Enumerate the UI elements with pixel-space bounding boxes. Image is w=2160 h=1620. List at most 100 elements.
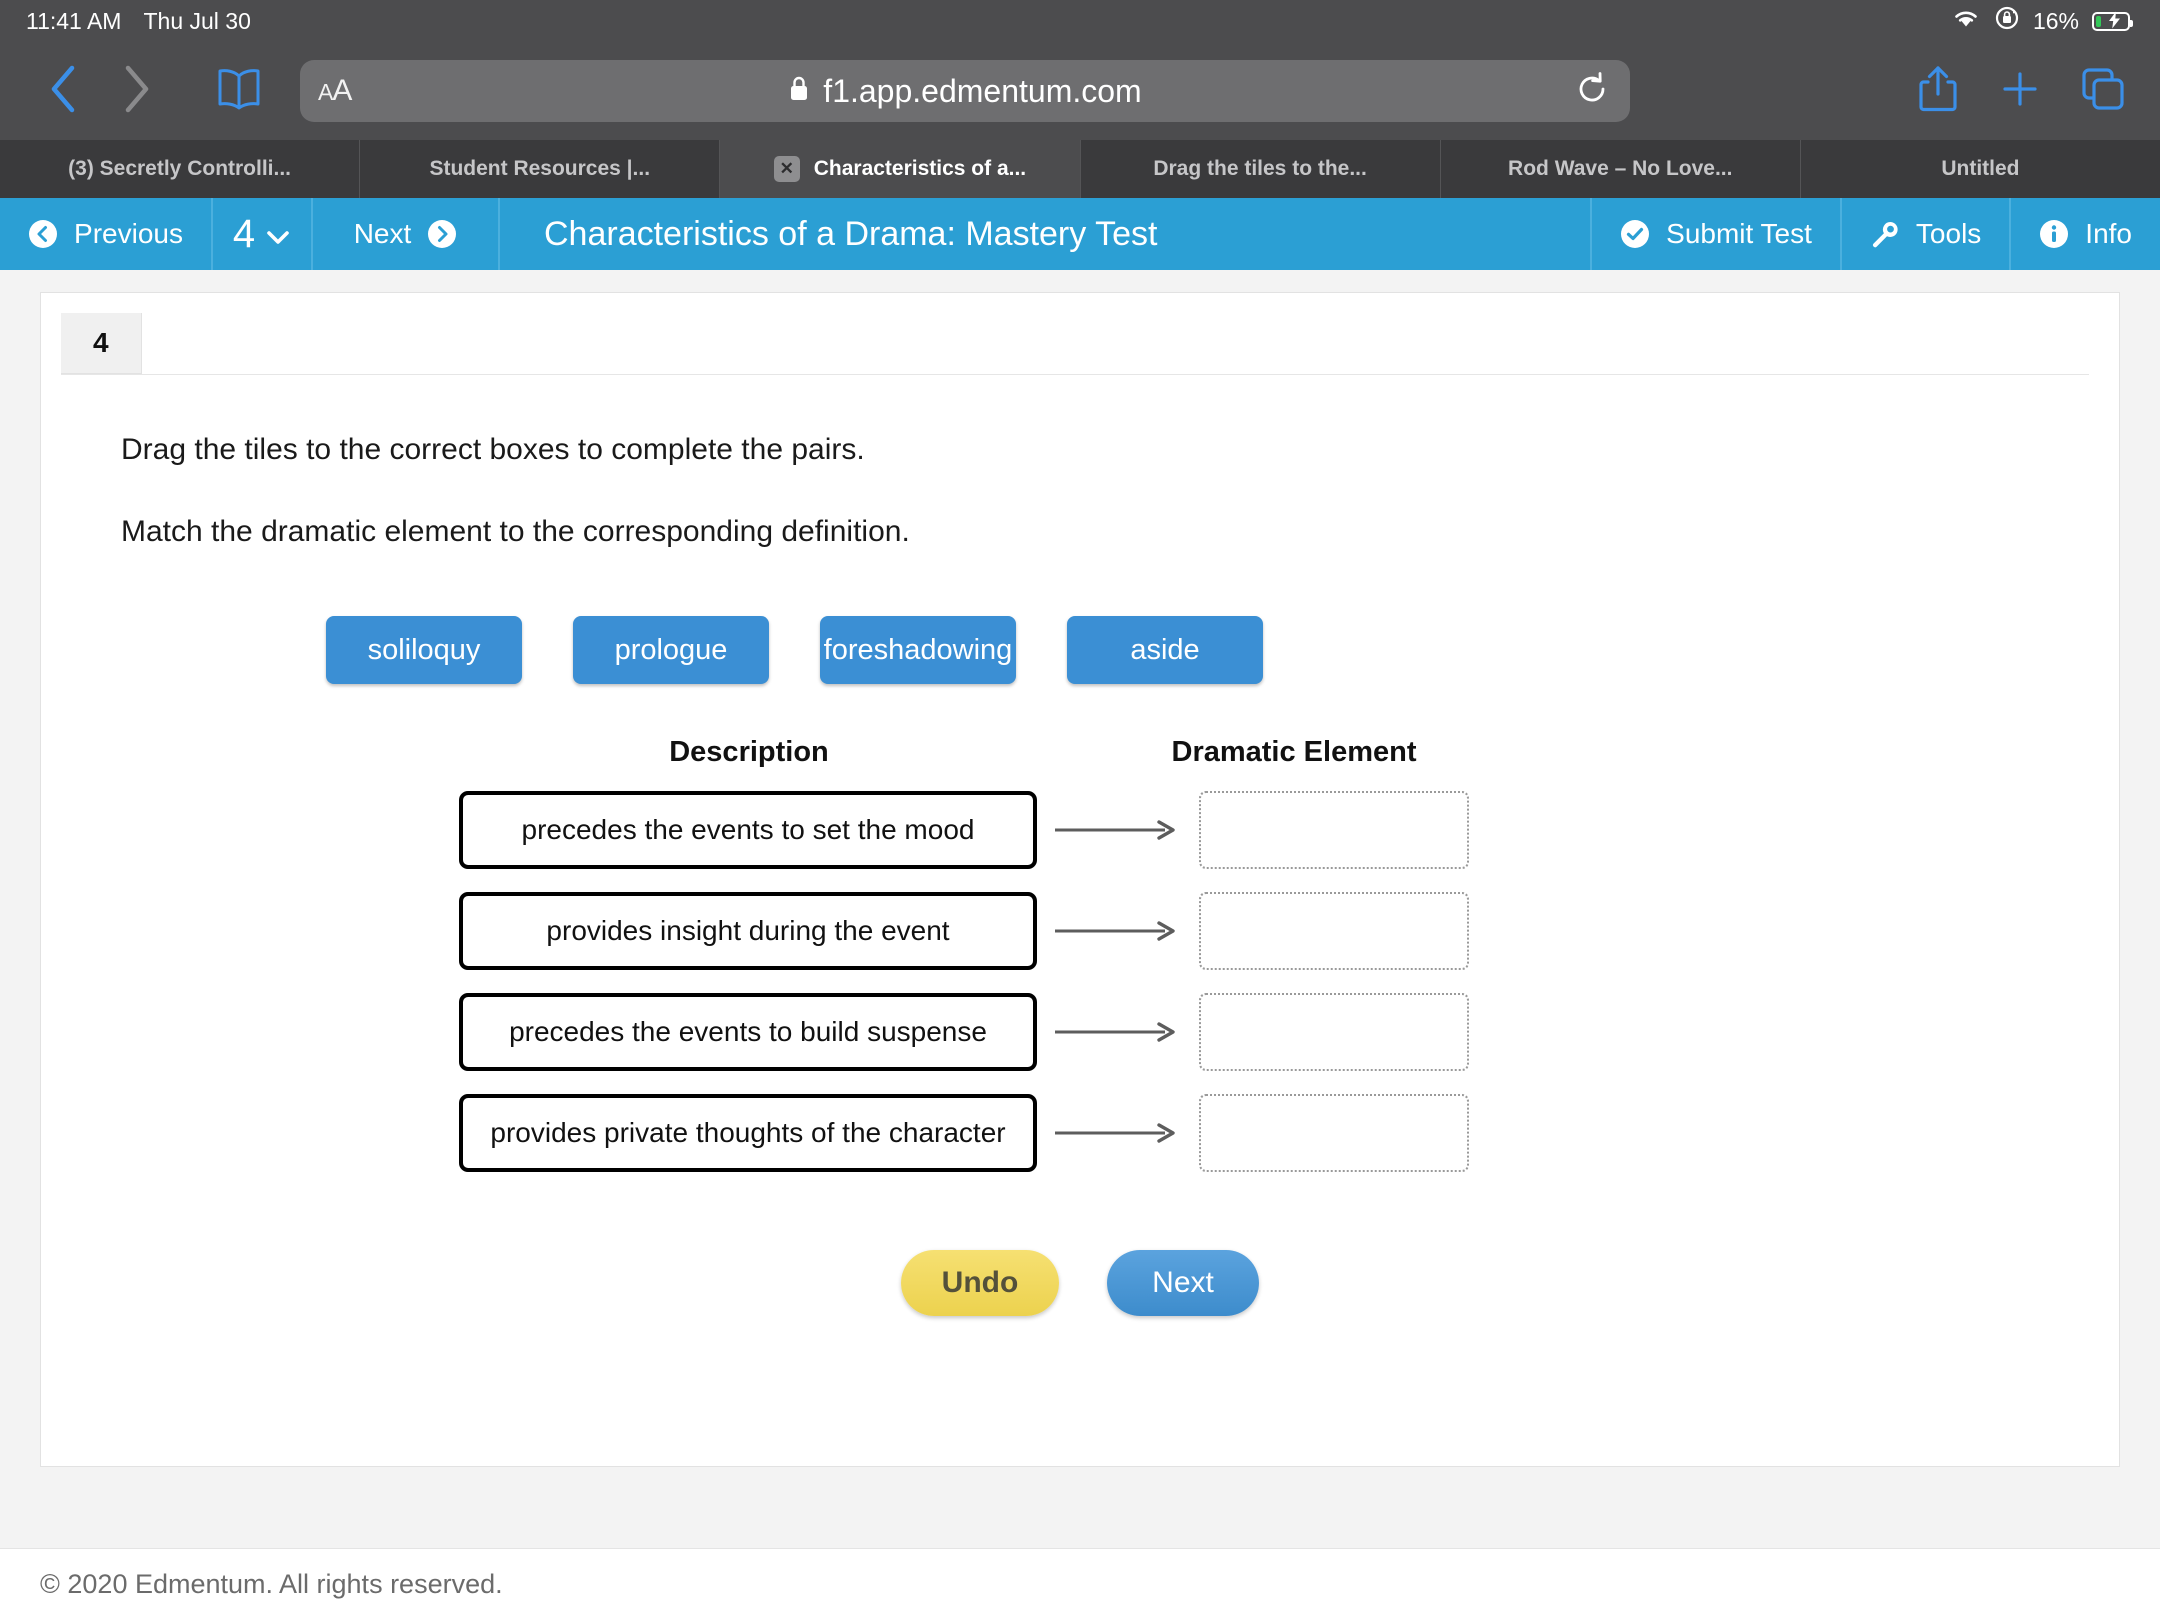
browser-tab-5[interactable]: Untitled — [1801, 140, 2160, 198]
text-size-large-a: A — [332, 74, 352, 107]
drop-target-1[interactable] — [1199, 892, 1469, 970]
previous-button[interactable]: Previous — [0, 198, 213, 270]
browser-tab-0[interactable]: (3) Secretly Controlli... — [0, 140, 361, 198]
description-box-3: provides private thoughts of the charact… — [459, 1094, 1037, 1172]
match-row-1: provides insight during the event — [41, 892, 2119, 970]
check-circle-icon — [1620, 219, 1650, 249]
arrow-connector-1 — [1037, 918, 1199, 944]
tile-aside[interactable]: aside — [1067, 616, 1263, 684]
info-label: Info — [2085, 218, 2132, 249]
forward-button[interactable] — [100, 54, 174, 128]
back-chevron-icon — [46, 63, 80, 120]
description-box-0: precedes the events to set the mood — [459, 791, 1037, 869]
arrow-right-circle-icon — [427, 219, 457, 249]
drop-target-3[interactable] — [1199, 1094, 1469, 1172]
status-time: 11:41 AM — [26, 7, 122, 34]
description-box-1: provides insight during the event — [459, 892, 1037, 970]
drop-target-2[interactable] — [1199, 993, 1469, 1071]
tab-title: Rod Wave – No Love... — [1508, 157, 1733, 180]
battery-percentage: 16% — [2032, 7, 2079, 34]
question-card: 4 Drag the tiles to the correct boxes to… — [40, 292, 2120, 1467]
tools-button[interactable]: Tools — [1842, 198, 2012, 270]
tabs-overview-button[interactable] — [2080, 66, 2126, 117]
question-number-badge: 4 — [61, 313, 142, 374]
tab-title: Untitled — [1941, 157, 2020, 180]
lock-icon — [788, 75, 810, 107]
text-size-small-a: A — [318, 79, 333, 105]
current-question-number: 4 — [232, 211, 256, 256]
safari-tab-bar: (3) Secretly Controlli... Student Resour… — [0, 140, 2160, 198]
share-button[interactable] — [1916, 64, 1960, 119]
status-date: Thu Jul 30 — [143, 7, 251, 34]
next-label: Next — [353, 218, 412, 249]
match-row-3: provides private thoughts of the charact… — [41, 1094, 2119, 1172]
battery-icon — [2092, 11, 2133, 31]
browser-tab-2-active[interactable]: ✕ Characteristics of a... — [720, 140, 1081, 198]
drop-target-0[interactable] — [1199, 791, 1469, 869]
column-header-description: Description — [669, 736, 829, 768]
column-header-dramatic-element: Dramatic Element — [1171, 736, 1417, 768]
tools-label: Tools — [1915, 218, 1982, 249]
browser-tab-4[interactable]: Rod Wave – No Love... — [1441, 140, 1801, 198]
next-button[interactable]: Next — [1107, 1250, 1259, 1316]
submit-test-button[interactable]: Submit Test — [1592, 198, 1842, 270]
assessment-nav-bar: Previous 4 Next Characteristics of a Dra… — [0, 198, 2160, 270]
submit-test-label: Submit Test — [1666, 218, 1812, 249]
instruction-line-2: Match the dramatic element to the corres… — [121, 515, 910, 548]
reload-icon — [1573, 70, 1611, 113]
bookmarks-button[interactable] — [202, 54, 276, 128]
match-row-0: precedes the events to set the mood — [41, 791, 2119, 869]
arrow-left-circle-icon — [28, 219, 58, 249]
back-button[interactable] — [26, 54, 100, 128]
previous-label: Previous — [74, 218, 183, 249]
rotation-lock-icon — [1994, 5, 2020, 37]
arrow-connector-0 — [1037, 817, 1199, 843]
forward-chevron-icon — [120, 63, 154, 120]
wrench-icon — [1870, 219, 1900, 249]
browser-tab-1[interactable]: Student Resources |... — [360, 140, 721, 198]
assessment-title: Characteristics of a Drama: Mastery Test — [500, 198, 1593, 270]
tile-foreshadowing[interactable]: foreshadowing — [820, 616, 1016, 684]
tile-soliloquy[interactable]: soliloquy — [326, 616, 522, 684]
share-icon — [1916, 65, 1960, 118]
tabs-icon — [2080, 67, 2126, 116]
draggable-tiles-row: soliloquy prologue foreshadowing aside — [326, 616, 2119, 684]
url-display: f1.app.edmentum.com — [300, 73, 1630, 110]
tab-title: Student Resources |... — [429, 157, 651, 180]
new-tab-button[interactable] — [1998, 67, 2042, 116]
assessment-body: 4 Drag the tiles to the correct boxes to… — [0, 270, 2160, 1620]
description-box-2: precedes the events to build suspense — [459, 993, 1037, 1071]
match-table-headers: Description Dramatic Element — [41, 736, 2119, 769]
footer: © 2020 Edmentum. All rights reserved. — [0, 1548, 2160, 1620]
action-buttons: Undo Next — [41, 1250, 2119, 1316]
tile-prologue[interactable]: prologue — [573, 616, 769, 684]
copyright-text: © 2020 Edmentum. All rights reserved. — [40, 1569, 503, 1599]
book-icon — [215, 67, 263, 116]
url-text: f1.app.edmentum.com — [823, 72, 1142, 109]
ios-status-bar: 11:41 AM Thu Jul 30 16% — [0, 0, 2160, 42]
instruction-line-1: Drag the tiles to the correct boxes to c… — [121, 433, 865, 466]
undo-button[interactable]: Undo — [901, 1250, 1059, 1316]
tab-title: Drag the tiles to the... — [1153, 157, 1367, 180]
tab-title: (3) Secretly Controlli... — [68, 157, 292, 180]
wifi-icon — [1951, 7, 1981, 35]
status-bar-left: 11:41 AM Thu Jul 30 — [26, 8, 251, 35]
question-header-divider — [61, 374, 2089, 375]
match-row-2: precedes the events to build suspense — [41, 993, 2119, 1071]
info-button[interactable]: Info — [2011, 198, 2160, 270]
next-question-button[interactable]: Next — [313, 198, 500, 270]
arrow-connector-2 — [1037, 1019, 1199, 1045]
plus-icon — [1998, 71, 2042, 115]
tab-title: Characteristics of a... — [813, 157, 1027, 180]
info-circle-icon — [2039, 219, 2069, 249]
match-rows: precedes the events to set the mood prov… — [41, 791, 2119, 1172]
chevron-down-icon — [265, 212, 291, 257]
close-icon[interactable]: ✕ — [773, 156, 800, 182]
reload-button[interactable] — [1566, 65, 1618, 117]
toolbar-right-actions — [1916, 64, 2134, 119]
question-selector[interactable]: 4 — [213, 198, 313, 270]
browser-tab-3[interactable]: Drag the tiles to the... — [1081, 140, 1441, 198]
